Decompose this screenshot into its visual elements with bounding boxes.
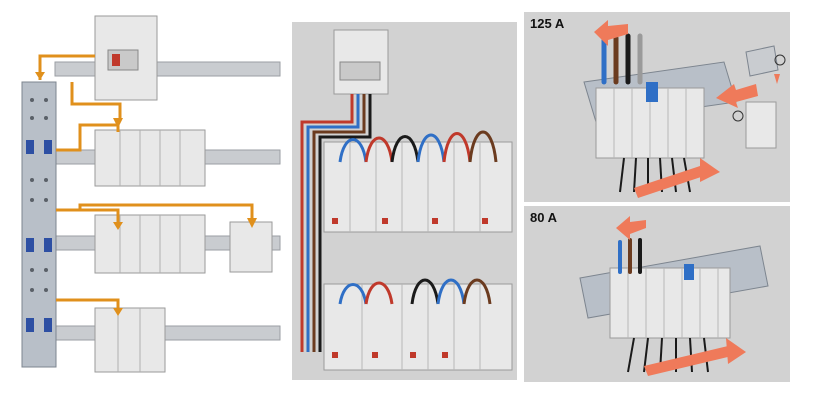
busbar-125a-illustration: 125 A	[524, 12, 790, 202]
comb-busbar-illustration	[292, 22, 517, 380]
rating-label-125a: 125 A	[530, 16, 565, 31]
rating-label-80a: 80 A	[530, 210, 557, 225]
busbar-80a-illustration: 80 A	[524, 206, 790, 382]
distribution-block-illustration	[0, 0, 290, 403]
